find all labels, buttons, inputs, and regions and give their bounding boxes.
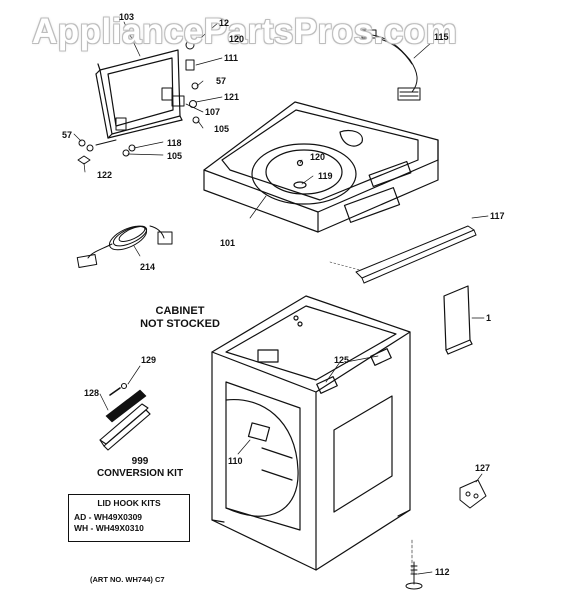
callout-125: 125 [334, 355, 350, 365]
lid-frame-icon [95, 49, 183, 139]
switch-harness-icon [361, 29, 433, 101]
cabinet-note-line2: NOT STOCKED [140, 318, 220, 330]
callout-121: 121 [224, 92, 240, 102]
callout-105-a: 105 [214, 124, 230, 134]
lid-hook-kit-row: WH - WH49X0310 [74, 523, 144, 533]
cabinet-note-line1: CABINET [155, 305, 205, 317]
leg-foot-icon [405, 561, 433, 590]
callout-214: 214 [140, 262, 156, 272]
callout-120-top: 120 [229, 34, 245, 44]
cabinet-note: CABINET NOT STOCKED [120, 305, 240, 331]
callout-57-right: 57 [216, 76, 227, 86]
callout-107: 107 [205, 107, 221, 117]
callout-118: 118 [167, 138, 182, 148]
conversion-plate-icon [99, 365, 151, 451]
label-card-icon [443, 285, 485, 355]
callout-1: 1 [486, 313, 492, 323]
bracket-icon [459, 473, 487, 509]
conversion-kit-label: CONVERSION KIT [96, 468, 184, 479]
leader-lines-lid [73, 21, 223, 173]
callout-103: 103 [119, 12, 135, 22]
callout-115: 115 [434, 32, 449, 42]
callout-111: 111 [224, 53, 239, 63]
lid-hook-kit-row: AD - WH49X0309 [74, 512, 143, 522]
conversion-kit: 999 CONVERSION KIT [86, 456, 194, 480]
trim-strip-icon [329, 215, 489, 284]
callout-112: 112 [435, 567, 450, 577]
power-cord-icon [76, 225, 173, 268]
callout-105-b: 105 [167, 151, 183, 161]
callout-101: 101 [220, 238, 236, 248]
top-panel-icon [203, 101, 439, 233]
callout-127: 127 [475, 463, 491, 473]
callout-122: 122 [97, 170, 113, 180]
lid-hook-kits-title: LID HOOK KITS [97, 498, 161, 508]
callout-117: 117 [490, 211, 505, 221]
callout-120-mid: 120 [310, 152, 326, 162]
cabinet-icon [211, 295, 413, 576]
callout-110: 110 [228, 456, 243, 466]
conversion-kit-number: 999 [131, 456, 149, 467]
callout-129: 129 [141, 355, 157, 365]
callout-119: 119 [318, 171, 333, 181]
callout-57-left: 57 [62, 130, 73, 140]
callout-12x: 12 [219, 18, 230, 28]
art-number: (ART NO. WH744) C7 [90, 575, 165, 584]
lid-hook-kits-box: LID HOOK KITS AD - WH49X0309 WH - WH49X0… [68, 494, 190, 542]
site-watermark: AppliancePartsPros.com [32, 12, 458, 51]
callout-128: 128 [84, 388, 100, 398]
